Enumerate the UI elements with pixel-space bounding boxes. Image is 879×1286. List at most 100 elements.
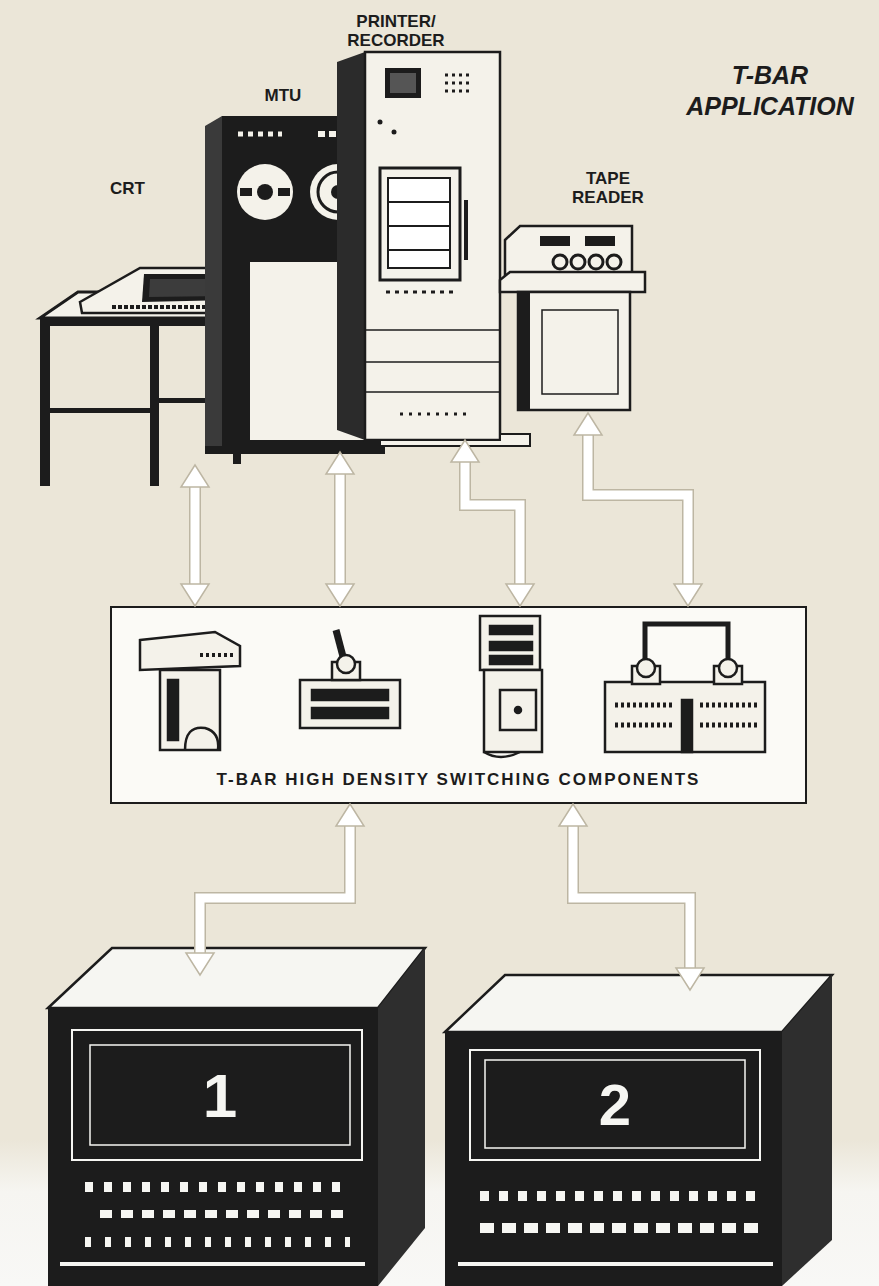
switch-component-d-part bbox=[719, 659, 737, 677]
switch-component-b-part bbox=[312, 690, 388, 700]
mtu-illustration-part bbox=[205, 116, 222, 452]
arrow-head bbox=[181, 584, 209, 606]
switch-component-c-part bbox=[490, 642, 532, 650]
switch-component-a-part bbox=[140, 632, 240, 670]
switch-component-a-part bbox=[185, 728, 218, 750]
arrow-head bbox=[326, 584, 354, 606]
crt-illustration-part bbox=[40, 292, 246, 318]
computer-1-illustration-part bbox=[378, 948, 425, 1286]
switch-component-c-part bbox=[484, 752, 520, 757]
screen-number: 2 bbox=[485, 1060, 745, 1148]
tape-reader-illustration-part bbox=[607, 255, 621, 269]
switch-component-d-part bbox=[632, 666, 660, 684]
tape-reader-node: TAPE READER bbox=[495, 165, 655, 413]
arrow-shadow bbox=[465, 458, 520, 588]
double-arrow-connector bbox=[326, 452, 354, 606]
arrow-head bbox=[676, 968, 704, 990]
computer-2-illustration-part bbox=[470, 1050, 760, 1160]
tape-reader-illustration-part bbox=[505, 226, 632, 275]
background-fade bbox=[0, 1140, 879, 1286]
arrow-shaft bbox=[336, 470, 345, 588]
switch-component-c-part bbox=[480, 616, 540, 670]
mtu-illustration-part bbox=[278, 188, 290, 196]
switch-component-a-part bbox=[168, 680, 178, 740]
arrow-shaft bbox=[465, 458, 520, 588]
arrow-head bbox=[506, 584, 534, 606]
switch-component-a bbox=[140, 632, 240, 750]
printer-recorder-illustration-part bbox=[445, 90, 472, 93]
crt-illustration-part bbox=[159, 398, 233, 403]
mtu-illustration-part bbox=[310, 164, 366, 220]
mtu-illustration bbox=[205, 116, 385, 454]
mtu-illustration-part bbox=[318, 172, 358, 212]
tape-reader-illustration-part bbox=[553, 255, 567, 269]
equipment-label: CRT bbox=[90, 179, 165, 198]
computer-1-illustration-part bbox=[48, 948, 425, 1008]
computer-1-illustration bbox=[48, 948, 425, 1286]
switch-component-b-part bbox=[312, 708, 388, 718]
printer-recorder-illustration-part bbox=[365, 361, 500, 363]
printer-recorder-illustration-part bbox=[445, 82, 472, 85]
tape-reader-illustration-part bbox=[542, 310, 618, 394]
switch-component-d-part bbox=[605, 682, 765, 752]
tape-reader-illustration bbox=[500, 226, 645, 410]
crt-illustration bbox=[40, 268, 246, 486]
arrow-shadow bbox=[189, 483, 201, 588]
arrow-shadow bbox=[200, 822, 350, 957]
crt-illustration-part bbox=[112, 305, 234, 309]
mtu-illustration-part bbox=[250, 262, 382, 440]
arrow-head bbox=[181, 465, 209, 487]
computer-2: 2 bbox=[445, 990, 832, 1286]
switch-component-c-part bbox=[515, 707, 521, 713]
mtu-illustration-part bbox=[237, 164, 293, 220]
mtu-node: MTU bbox=[200, 82, 390, 452]
crt-node: CRT bbox=[35, 175, 250, 465]
switch-component-b-part bbox=[300, 680, 400, 728]
tape-reader-illustration-part bbox=[589, 255, 603, 269]
arrow-head bbox=[336, 804, 364, 826]
double-arrow-connector bbox=[574, 413, 702, 606]
computer-1-illustration-part bbox=[60, 1262, 365, 1266]
screen-number: 1 bbox=[90, 1045, 350, 1145]
switch-component-b-part bbox=[332, 662, 360, 680]
printer-recorder-illustration-part bbox=[386, 291, 456, 294]
switch-component-d-part bbox=[700, 723, 757, 728]
arrow-shadow bbox=[334, 470, 346, 588]
computer-1-illustration-part bbox=[100, 1210, 345, 1218]
computer-2-illustration-part bbox=[445, 975, 832, 1032]
computer-2-illustration bbox=[445, 975, 832, 1286]
switch-component-d-part bbox=[615, 703, 672, 708]
switch-component-d-part bbox=[615, 723, 672, 728]
arrow-shaft bbox=[191, 483, 200, 588]
switch-component-d-part bbox=[645, 624, 728, 668]
switch-component-d-part bbox=[714, 666, 742, 684]
mtu-illustration-part bbox=[222, 116, 385, 450]
equipment-label: MTU bbox=[243, 86, 323, 105]
double-arrow-connector bbox=[451, 440, 534, 606]
crt-illustration-part bbox=[150, 326, 159, 486]
mtu-illustration-part bbox=[238, 132, 282, 137]
computer-1-illustration-part bbox=[72, 1030, 362, 1160]
switch-component-a-part bbox=[200, 653, 236, 657]
printer-recorder-node: PRINTER/ RECORDER bbox=[330, 8, 540, 440]
switch-component-a-part bbox=[160, 670, 220, 750]
double-arrow-connector bbox=[186, 804, 364, 975]
printer-recorder-illustration-part bbox=[400, 413, 472, 416]
switching-box: T-BAR HIGH DENSITY SWITCHING COMPONENTS bbox=[110, 606, 807, 804]
mtu-illustration-part bbox=[257, 184, 273, 200]
printer-recorder-illustration-part bbox=[464, 200, 468, 260]
computer-2-illustration-part bbox=[445, 1032, 782, 1286]
computer-1-illustration-part bbox=[48, 1008, 378, 1286]
arrow-head bbox=[451, 440, 479, 462]
printer-recorder-illustration-part bbox=[388, 225, 450, 227]
crt-illustration-part bbox=[50, 408, 150, 413]
printer-recorder-illustration-part bbox=[365, 329, 500, 331]
printer-recorder-illustration-part bbox=[385, 68, 421, 98]
computer-1: 1 bbox=[48, 975, 425, 1286]
arrow-shaft bbox=[588, 431, 688, 588]
switch-component-d-part bbox=[700, 703, 757, 708]
tape-reader-illustration-part bbox=[585, 236, 615, 246]
